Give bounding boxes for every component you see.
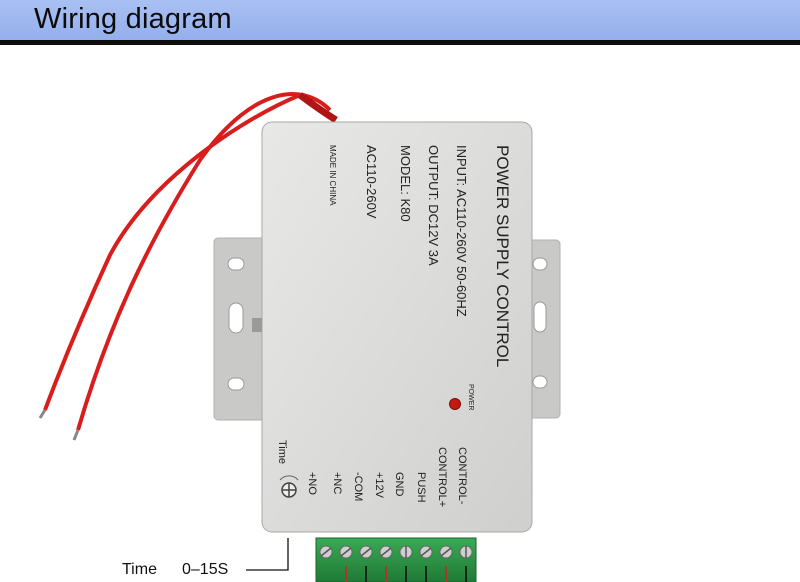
power-supply-photo: POWER SUPPLY CONTROL INPUT: AC110-260V 5… xyxy=(38,92,561,582)
red-wire xyxy=(76,92,332,431)
red-wire xyxy=(43,93,301,411)
wire-tip xyxy=(72,429,80,441)
page-title: Wiring diagram xyxy=(34,3,232,35)
header-divider xyxy=(0,40,800,45)
terminal-label: CONTROL+ xyxy=(436,447,448,507)
terminal-label: +NO xyxy=(306,472,318,495)
time-caption-label: Time xyxy=(122,561,157,578)
terminal-label: CONTROL- xyxy=(456,447,468,505)
terminal-label: +NC xyxy=(331,472,343,494)
time-callout-line xyxy=(246,538,289,571)
time-caption-value: 0–15S xyxy=(182,561,229,578)
device-output: OUTPUT: DC12V 3A xyxy=(426,145,441,266)
terminal-label: GND xyxy=(393,472,405,497)
device-input: INPUT: AC110-260V 50-60HZ xyxy=(454,145,469,317)
wire-tip xyxy=(38,409,47,419)
device-model: MODEL: K80 xyxy=(398,145,413,222)
terminal-screws xyxy=(319,545,473,559)
terminal-label: +12V xyxy=(373,472,385,499)
ac-label: AC110-260V xyxy=(364,145,379,219)
terminal-label: -COM xyxy=(352,472,364,501)
time-label: Time xyxy=(276,440,288,464)
header-band: Wiring diagram xyxy=(0,0,800,42)
terminal-block xyxy=(315,537,477,582)
device-title: POWER SUPPLY CONTROL xyxy=(493,145,512,367)
terminal-label: PUSH xyxy=(415,472,427,503)
made-in-label: MADE IN CHINA xyxy=(328,145,337,206)
terminal-labels: +NO +NC -COM +12V GND PUSH CONTROL+ CONT… xyxy=(306,447,468,507)
device-case xyxy=(261,121,533,533)
power-label: POWER xyxy=(467,384,474,410)
power-led xyxy=(449,398,461,410)
terminal-leader-lines xyxy=(345,566,467,582)
